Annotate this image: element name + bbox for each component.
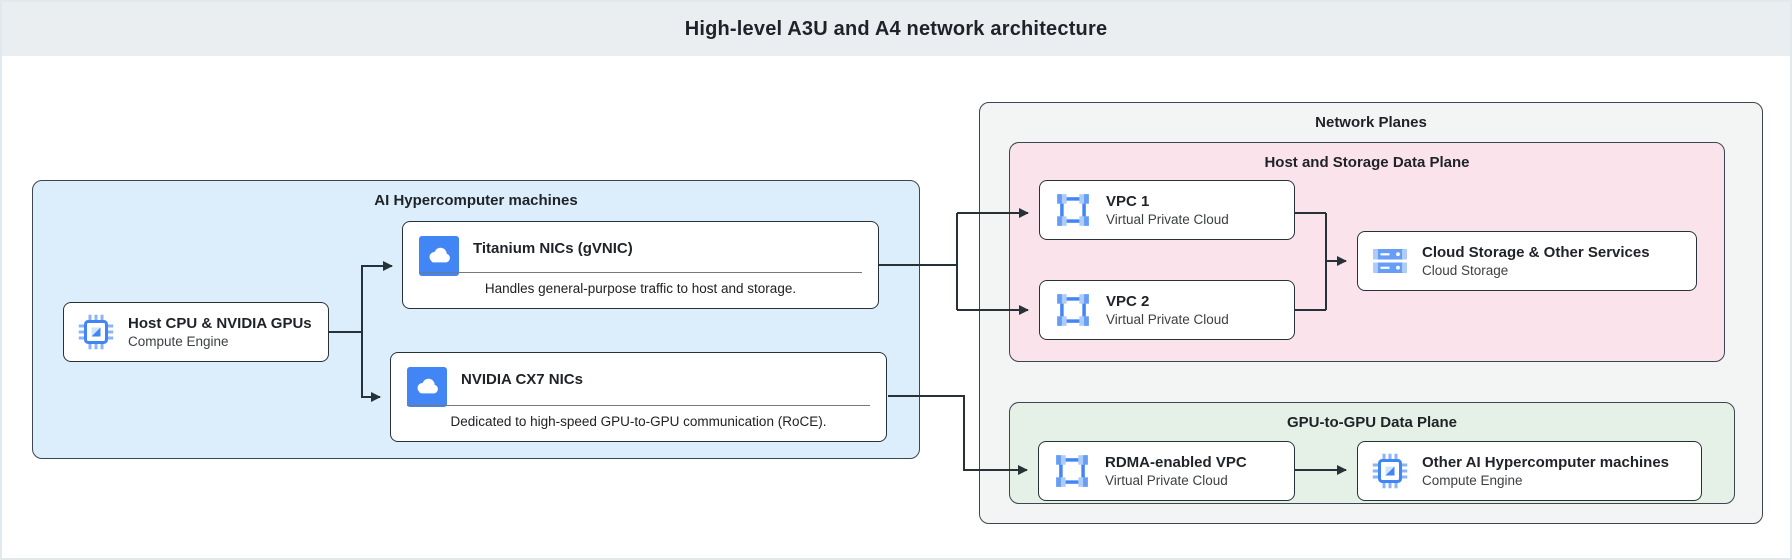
node-subtitle: Virtual Private Cloud — [1106, 311, 1229, 327]
divider — [407, 405, 870, 406]
cloud-storage-icon — [1372, 247, 1408, 275]
compute-engine-icon — [1372, 453, 1408, 489]
group-label: Network Planes — [1315, 114, 1427, 131]
node-title: VPC 2 — [1106, 292, 1150, 310]
diagram-title-bar: High-level A3U and A4 network architectu… — [2, 2, 1790, 56]
node-vpc-2: VPC 2 Virtual Private Cloud — [1039, 280, 1295, 340]
node-title: VPC 1 — [1106, 192, 1150, 210]
group-label: GPU-to-GPU Data Plane — [1286, 414, 1458, 431]
edge-host-to-titanium — [361, 261, 393, 332]
node-subtitle: Virtual Private Cloud — [1105, 472, 1228, 488]
node-cloud-storage: Cloud Storage & Other Services Cloud Sto… — [1357, 231, 1697, 291]
vpc-icon — [1054, 291, 1092, 329]
node-title: Cloud Storage & Other Services — [1422, 243, 1650, 261]
group-label: Host and Storage Data Plane — [1264, 154, 1470, 171]
node-subtitle: Compute Engine — [128, 333, 229, 349]
node-titanium-nics: Titanium NICs (gVNIC) Handles general-pu… — [402, 221, 879, 309]
node-title: Other AI Hypercomputer machines — [1422, 453, 1670, 471]
node-description: Handles general-purpose traffic to host … — [484, 281, 797, 296]
vpc-icon — [1053, 452, 1091, 490]
node-title: NVIDIA CX7 NICs — [461, 371, 583, 388]
edge-host-to-cx7 — [361, 332, 381, 402]
node-subtitle: Virtual Private Cloud — [1106, 211, 1229, 227]
node-subtitle: Cloud Storage — [1422, 262, 1509, 278]
node-nvidia-cx7-nics: NVIDIA CX7 NICs Dedicated to high-speed … — [390, 352, 887, 442]
node-subtitle: Compute Engine — [1422, 472, 1523, 488]
vpc-icon — [1054, 191, 1092, 229]
node-vpc-1: VPC 1 Virtual Private Cloud — [1039, 180, 1295, 240]
compute-engine-icon — [78, 314, 114, 350]
node-other-ai-hypercomputer-machines: Other AI Hypercomputer machines Compute … — [1357, 441, 1702, 501]
cloud-nic-icon — [419, 236, 459, 276]
page-title: High-level A3U and A4 network architectu… — [684, 17, 1108, 40]
edge-cx7-to-rdma — [888, 395, 1028, 475]
node-host-cpu-gpus: Host CPU & NVIDIA GPUs Compute Engine — [63, 302, 329, 362]
node-title: Titanium NICs (gVNIC) — [473, 240, 633, 257]
cloud-nic-icon — [407, 367, 447, 407]
group-label: AI Hypercomputer machines — [374, 192, 578, 209]
node-title: RDMA-enabled VPC — [1105, 453, 1247, 471]
node-title: Host CPU & NVIDIA GPUs — [128, 314, 312, 332]
divider — [419, 272, 862, 273]
node-rdma-enabled-vpc: RDMA-enabled VPC Virtual Private Cloud — [1038, 441, 1295, 501]
node-description: Dedicated to high-speed GPU-to-GPU commu… — [450, 414, 827, 429]
